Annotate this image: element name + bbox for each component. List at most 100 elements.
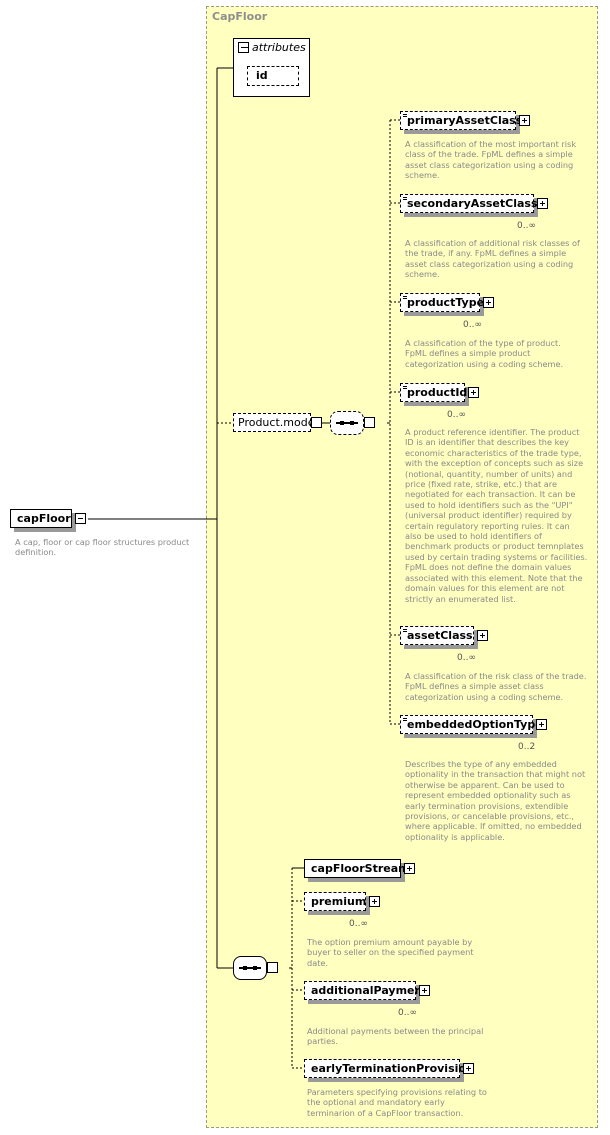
cardinality: 0..2 — [518, 742, 536, 752]
content-lines-icon — [403, 386, 407, 390]
doc-line: price (fixed rate, strike, etc.) that ar… — [405, 479, 558, 490]
doc-line: where applicable. If omitted, no embedde… — [405, 821, 582, 832]
doc-line: categorization using a coding scheme. — [405, 358, 564, 369]
capfloor-group-box — [206, 6, 598, 1128]
doc-line: (notional, quantity, number of units) an… — [405, 468, 573, 479]
doc-line: scheme. — [405, 269, 440, 280]
collapse-sequence-icon[interactable] — [364, 417, 375, 428]
doc-line: benchmark products or product temnplates — [405, 541, 584, 552]
expand-icon[interactable] — [419, 985, 430, 996]
doc-line: categorization using a coding scheme. — [405, 691, 564, 702]
doc-line: the optional and mandatory early — [307, 1097, 445, 1108]
doc-line: Additional payments between the principa… — [307, 1026, 484, 1036]
content-lines-icon — [403, 114, 407, 118]
doc-line: domain values for this element are not — [405, 583, 565, 594]
element-label: primaryAssetClass — [407, 114, 523, 127]
expand-icon[interactable] — [483, 297, 494, 308]
doc-line: The option premium amount payable by — [307, 937, 473, 947]
element-label: productId — [407, 386, 468, 399]
product-type-doc: A classification of the type of product.… — [405, 338, 563, 369]
element-label: productType — [407, 296, 485, 309]
expand-icon[interactable] — [536, 719, 547, 730]
element-additional-payment[interactable]: additionalPayment — [304, 981, 430, 1000]
collapse-model-icon[interactable] — [311, 417, 322, 428]
element-label: earlyTerminationProvision — [311, 1062, 474, 1075]
doc-line: asset class categorization using a codin… — [405, 258, 574, 269]
element-secondary-asset-class[interactable]: secondaryAssetClass — [400, 194, 548, 213]
collapse-main-sequence-icon[interactable] — [267, 962, 278, 973]
doc-line: certain regulatory reporting rules. It c… — [405, 520, 570, 531]
doc-line: optionality is applicable. — [405, 831, 505, 842]
doc-line: Parameters specifying provisions relatin… — [307, 1087, 487, 1097]
element-cap-floor-stream[interactable]: capFloorStream — [304, 859, 415, 878]
primary-asset-class-doc: A classification of the most important r… — [405, 139, 576, 181]
doc-line: strictly an enumerated list. — [405, 593, 516, 604]
doc-line: A classification of the most important r… — [405, 139, 577, 149]
expand-icon[interactable] — [463, 1063, 474, 1074]
cardinality: 0..∞ — [349, 919, 368, 929]
expand-icon[interactable] — [404, 863, 415, 874]
doc-line: represent embedded optionality such as — [405, 790, 571, 801]
collapse-attributes-icon[interactable] — [238, 42, 249, 53]
root-doc: A cap, floor or cap floor structures pro… — [15, 537, 189, 558]
premium-doc: The option premium amount payable by buy… — [307, 937, 474, 968]
attributes-label: attributes — [252, 41, 306, 54]
product-id-doc: A product reference identifier. The prod… — [405, 427, 587, 604]
expand-icon[interactable] — [537, 198, 548, 209]
expand-icon[interactable] — [369, 896, 380, 907]
doc-line: terminarion of a CapFloor transaction. — [307, 1107, 464, 1118]
doc-line: A classification of the type of product. — [405, 338, 561, 348]
doc-line: scheme. — [405, 170, 440, 181]
doc-line: associated with this element. Note that … — [405, 572, 583, 583]
element-early-termination-provision[interactable]: earlyTerminationProvision — [304, 1059, 474, 1078]
doc-line: buyer to seller on the specified payment — [307, 947, 474, 958]
collapse-icon[interactable] — [75, 513, 86, 524]
doc-line: with the exception of concepts such as s… — [405, 458, 584, 469]
element-product-type[interactable]: productType — [400, 293, 494, 312]
content-lines-icon — [403, 296, 407, 300]
element-premium[interactable]: premium — [304, 892, 380, 911]
doc-line: optionality in the transaction that migh… — [405, 769, 586, 780]
cardinality: 0..∞ — [398, 1008, 417, 1018]
additional-payment-doc: Additional payments between the principa… — [307, 1026, 483, 1047]
doc-line: FpML defines a simple asset class — [405, 681, 544, 692]
element-label: embeddedOptionType — [407, 718, 543, 731]
expand-icon[interactable] — [477, 630, 488, 641]
root-element-capfloor[interactable]: capFloor — [10, 509, 86, 528]
element-primary-asset-class[interactable]: primaryAssetClass — [400, 111, 530, 130]
expand-icon[interactable] — [519, 115, 530, 126]
element-label: secondaryAssetClass — [407, 197, 538, 210]
doc-line: the trade, if any. FpML defines a simple — [405, 248, 567, 259]
element-asset-class[interactable]: assetClass — [400, 626, 488, 645]
doc-line: ID is an identifier that describes the k… — [405, 437, 569, 448]
doc-line: used by certain trading systems or facil… — [405, 551, 588, 562]
expand-icon[interactable] — [468, 387, 479, 398]
doc-line: parties. — [307, 1036, 338, 1047]
element-label: premium — [311, 895, 367, 908]
content-lines-icon — [403, 629, 407, 633]
doc-line: provisions, or cancelable provisions, et… — [405, 811, 575, 822]
group-title: CapFloor — [212, 10, 268, 23]
doc-line: also be used to hold identifiers of — [405, 531, 542, 542]
product-model-group[interactable]: Product.model — [233, 413, 318, 432]
doc-line: date. — [307, 957, 329, 968]
main-sequence-icon[interactable] — [233, 956, 267, 980]
element-label: assetClass — [407, 629, 473, 642]
doc-line: FpML defines a simple product — [405, 348, 531, 359]
asset-class-doc: A classification of the risk class of th… — [405, 671, 586, 702]
root-doc-line: A cap, floor or cap floor structures pro… — [15, 537, 190, 547]
content-lines-icon — [403, 718, 407, 722]
early-termination-provision-doc: Parameters specifying provisions relatin… — [307, 1087, 487, 1118]
embedded-option-type-doc: Describes the type of any embedded optio… — [405, 759, 585, 842]
attribute-id[interactable]: id — [247, 66, 299, 86]
doc-line: Describes the type of any embedded — [405, 759, 557, 769]
doc-line: early termination provisions, extendible — [405, 800, 569, 811]
element-product-id[interactable]: productId — [400, 383, 479, 402]
element-embedded-option-type[interactable]: embeddedOptionType — [400, 715, 547, 734]
cardinality: 0..∞ — [457, 653, 476, 663]
element-label: additionalPayment — [311, 984, 428, 997]
content-lines-icon — [403, 197, 407, 201]
product-model-sequence-icon[interactable] — [330, 411, 364, 435]
secondary-asset-class-doc: A classification of additional risk clas… — [405, 238, 580, 280]
root-doc-line: definition. — [15, 547, 57, 558]
